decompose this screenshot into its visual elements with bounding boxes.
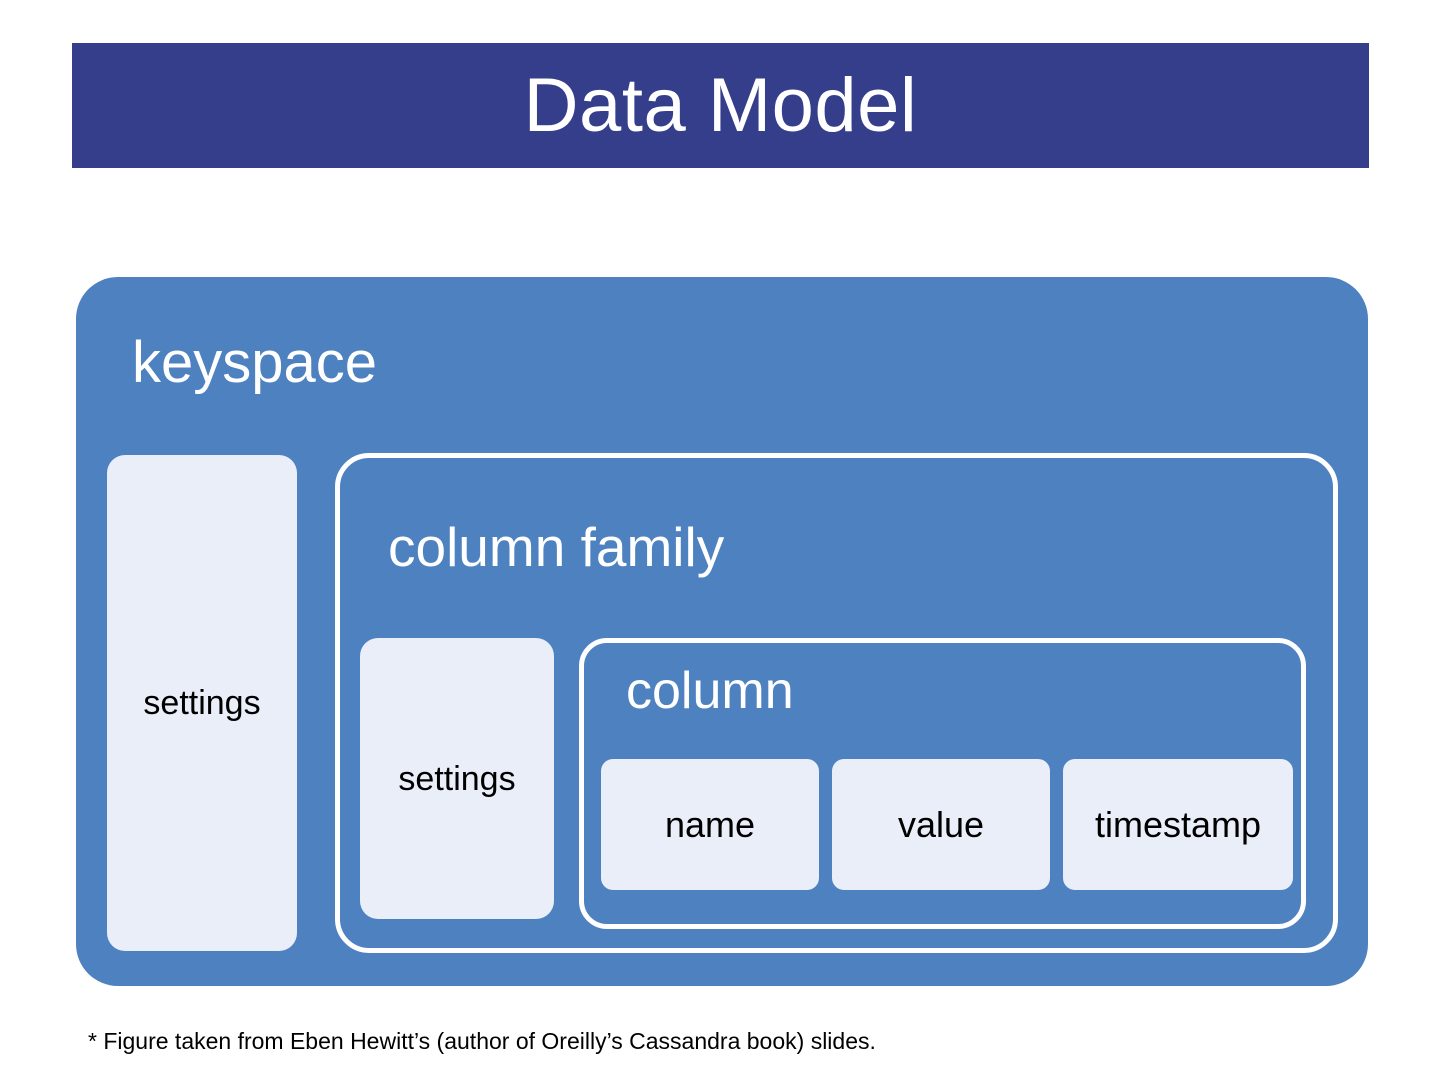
slide-title-bar: Data Model: [72, 43, 1369, 168]
column-family-label: column family: [388, 516, 725, 578]
column-family-settings-label: settings: [398, 759, 516, 798]
keyspace-label: keyspace: [132, 330, 378, 395]
column-field-name: name: [601, 759, 819, 890]
column-field-value-label: value: [897, 803, 985, 845]
column-family-box: column family settings column name value…: [335, 453, 1338, 953]
page-title: Data Model: [523, 62, 918, 148]
column-box: column name value timestamp: [579, 638, 1306, 929]
column-field-timestamp-label: timestamp: [1094, 803, 1262, 845]
column-field-name-label: name: [664, 803, 756, 845]
column-field-row: name value timestamp: [601, 759, 1293, 890]
column-family-settings-box: settings: [360, 638, 554, 919]
column-field-timestamp: timestamp: [1063, 759, 1293, 890]
column-label: column: [626, 662, 794, 720]
column-field-value: value: [832, 759, 1050, 890]
keyspace-settings-box: settings: [107, 455, 297, 951]
keyspace-settings-label: settings: [143, 684, 261, 722]
footnote-text: * Figure taken from Eben Hewitt’s (autho…: [88, 1028, 876, 1054]
keyspace-box: keyspace settings column family settings…: [76, 277, 1368, 986]
